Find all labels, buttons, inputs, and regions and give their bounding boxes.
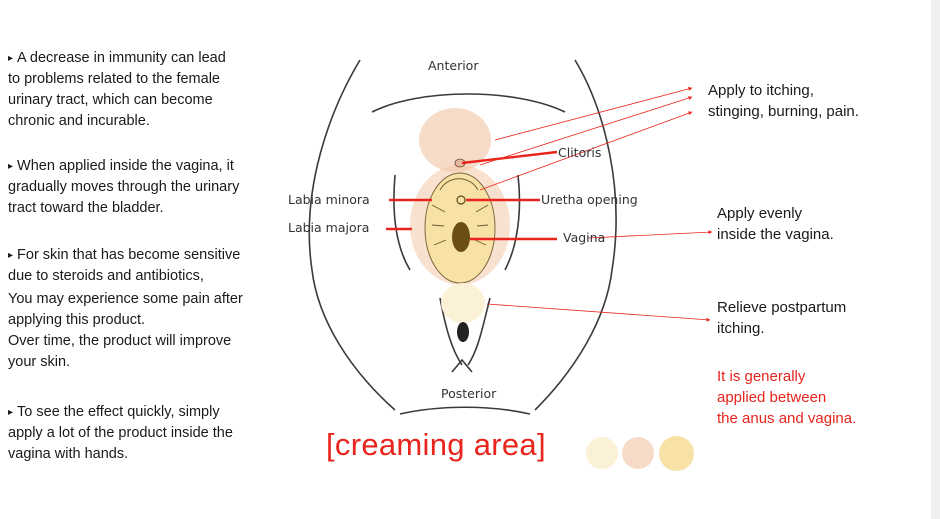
- bullet-quick-effect-text: To see the effect quickly, simply apply …: [8, 404, 233, 462]
- label-vagina: Vagina: [563, 230, 606, 245]
- bullet-sensitive-skin-text: For skin that has become sensitive due t…: [8, 247, 241, 284]
- inner-detail: [431, 178, 489, 246]
- label-anterior: Anterior: [428, 58, 479, 73]
- urethral-opening: [456, 195, 466, 205]
- bullet-sensitive-skin: ▸For skin that has become sensitive due …: [8, 245, 298, 287]
- label-uretha-opening: Uretha opening: [541, 192, 638, 207]
- bullet-quick-effect: ▸To see the effect quickly, simply apply…: [8, 402, 298, 465]
- clitoral-hood-area: [419, 108, 491, 172]
- note-inside-vagina: Apply evenly inside the vagina.: [717, 205, 834, 243]
- bullet-marker-icon: ▸: [8, 250, 14, 261]
- swatch-yellow: [659, 436, 694, 471]
- swatch-light-cream: [586, 437, 618, 469]
- bullet-inside-vagina: ▸When applied inside the vagina, it grad…: [8, 156, 298, 219]
- note-itching: Apply to itching, stinging, burning, pai…: [708, 82, 859, 120]
- bullet-marker-icon: ▸: [8, 53, 14, 64]
- pointer-arrows: [479, 86, 713, 322]
- body-contour: [308, 59, 617, 415]
- anus-shape: [457, 322, 469, 342]
- label-labia-majora: Labia majora: [288, 220, 370, 235]
- bullet-immunity-text: A decrease in immunity can lead to probl…: [8, 50, 226, 129]
- vaginal-opening: [452, 222, 470, 252]
- bullet-immunity: ▸A decrease in immunity can lead to prob…: [8, 48, 298, 132]
- caption-creaming-area: [creaming area]: [326, 427, 546, 462]
- swatch-peach: [622, 437, 654, 469]
- label-labia-minora: Labia minora: [288, 192, 370, 207]
- note-between: It is generally applied between the anus…: [717, 368, 857, 427]
- sensitive-skin-continuation: You may experience some pain after apply…: [8, 291, 243, 370]
- bullet-inside-vagina-text: When applied inside the vagina, it gradu…: [8, 158, 240, 216]
- label-posterior: Posterior: [441, 386, 497, 401]
- label-lines: [386, 150, 558, 241]
- label-clitoris: Clitoris: [558, 145, 602, 160]
- bullet-marker-icon: ▸: [8, 407, 14, 418]
- perineum-area: [441, 283, 485, 323]
- bullet-marker-icon: ▸: [8, 161, 14, 172]
- right-edge-strip: [931, 0, 940, 519]
- note-postpartum: Relieve postpartum itching.: [717, 299, 847, 337]
